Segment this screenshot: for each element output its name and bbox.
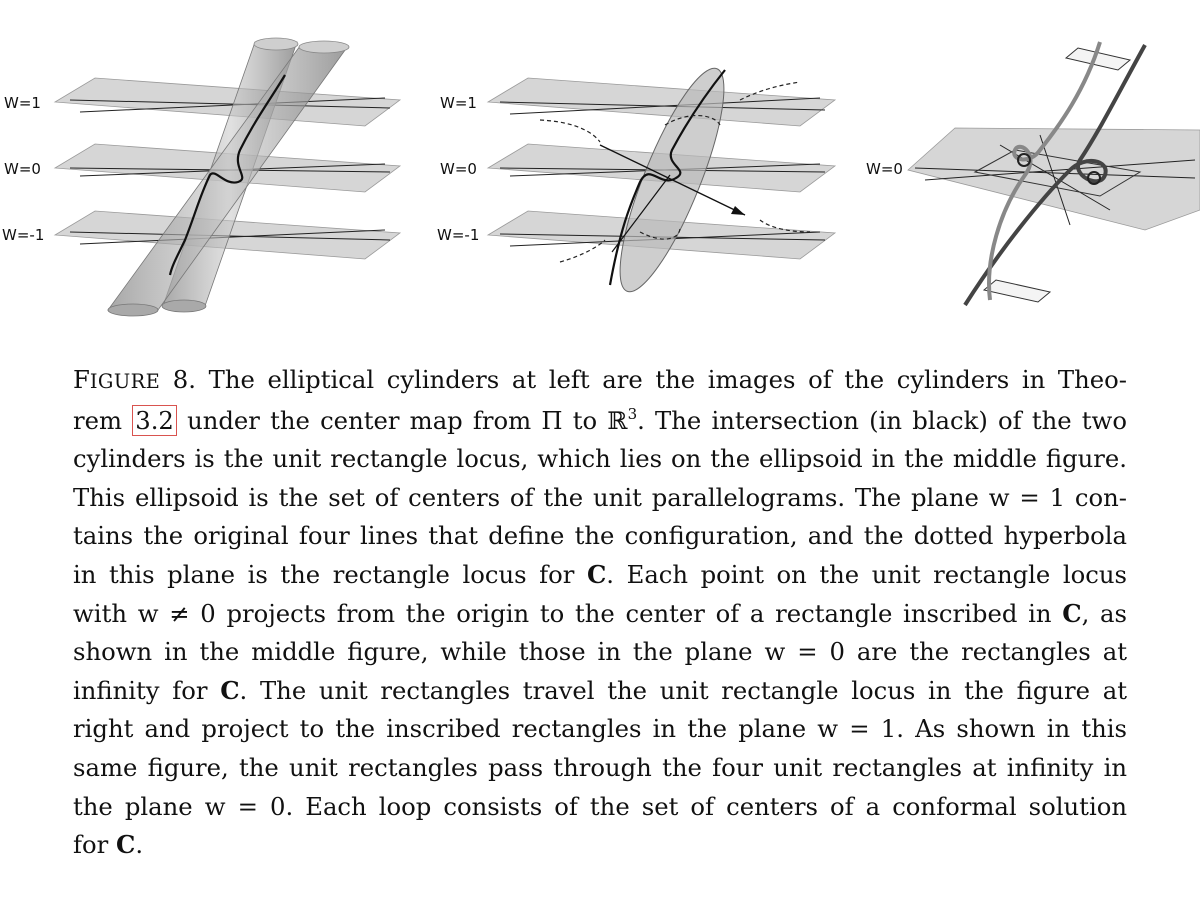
caption-line-12: the plane w = 0. Each loop consists of t… [73,791,1127,821]
intersection-curve-left [168,74,286,276]
caption-line-2: rem 3.2 under the center map from Π to ℝ… [73,404,1127,436]
left-label-wm1: W=-1 [2,226,44,244]
caption-line-9: infinity for C. The unit rectangles trav… [73,675,1128,705]
dotted-hyperbolas [539,81,811,263]
left-label-w1: W=1 [4,94,41,112]
plane-w1-left [53,77,402,127]
figure-label: FIGURE 8. [73,365,196,394]
mid-label-wm1: W=-1 [437,226,479,244]
figure-caption: FIGURE 8. The elliptical cylinders at le… [73,361,1127,865]
mid-label-w1: W=1 [440,94,477,112]
caption-line-3: cylinders is the unit rectangle locus, w… [73,444,1127,474]
figure-8-illustration: W=1 W=0 W=-1 W=1 [2,37,1200,317]
caption-line-7: with w ≠ 0 projects from the origin to t… [73,598,1127,628]
caption-line-6: in this plane is the rectangle locus for… [73,559,1127,589]
unit-rectangle-loop-1 [963,44,1147,307]
unit-rectangle-locus-mid [608,69,726,286]
unit-rectangle-loop-2 [987,41,1102,301]
middle-panel: W=1 W=0 W=-1 [437,67,837,293]
caption-line-11: same figure, the unit rectangles pass th… [73,752,1127,782]
left-panel: W=1 W=0 W=-1 [2,37,402,317]
caption-line-4: This ellipsoid is the set of centers of … [73,482,1127,512]
caption-line-5: tains the original four lines that defin… [73,521,1127,551]
right-panel: W=0 [866,41,1200,307]
projection-arrow-1 [599,144,746,216]
projection-arrow-2 [611,174,671,253]
unit-rectangle-bottom [982,279,1052,303]
caption-line-1: FIGURE 8. The elliptical cylinders at le… [73,365,1127,394]
left-label-w0: W=0 [4,160,41,178]
plane-w0-right [907,127,1200,231]
unit-rectangle-top [1064,47,1132,71]
plane-lines-right [914,134,1196,226]
mid-label-w0: W=0 [440,160,477,178]
right-label-w0: W=0 [866,160,903,178]
unit-rectangle-center [973,149,1142,197]
caption-line-13: for C. [73,830,144,860]
figure-8-panels: W=1 W=0 W=-1 W=1 [0,0,1200,340]
caption-line-10: right and project to the inscribed recta… [73,714,1127,744]
caption-line-8: shown in the middle figure, while those … [73,637,1127,667]
theorem-reference-link[interactable]: 3.2 [132,404,177,436]
